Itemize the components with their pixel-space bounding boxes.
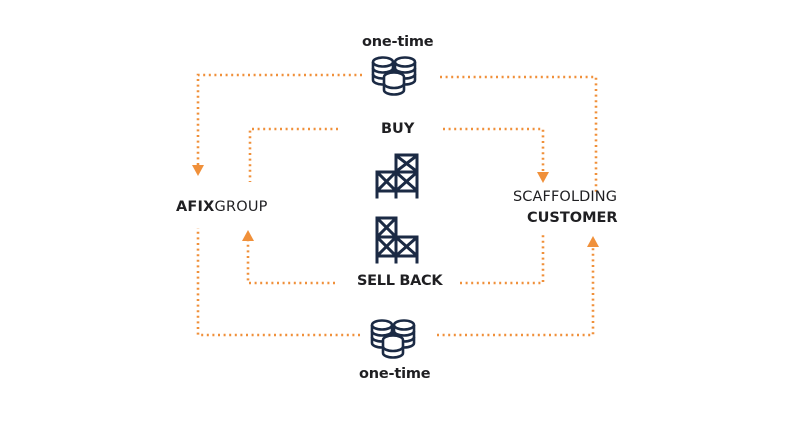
payment-label-bottom: one-time <box>359 366 431 382</box>
edge-sellback-left <box>246 240 335 285</box>
scaffold-icon <box>375 216 419 264</box>
supplier-name-bold: AFIX <box>176 199 215 215</box>
customer-node-line2: CUSTOMER <box>527 210 618 226</box>
payment-label-top: one-time <box>362 34 434 50</box>
edge-payment-top <box>196 73 362 166</box>
arrowhead-icon <box>537 172 549 183</box>
customer-node-line1: SCAFFOLDING <box>513 189 618 205</box>
edge-payment-top-right <box>440 75 598 192</box>
buy-label: BUY <box>381 121 415 137</box>
sell-back-label: SELL BACK <box>357 273 443 289</box>
edge-payment-bottom-right <box>437 246 595 337</box>
arrowhead-icon <box>587 236 599 247</box>
edges <box>192 73 599 337</box>
arrowhead-icon <box>242 230 254 241</box>
coins-icon <box>371 56 417 96</box>
supplier-name-light: GROUP <box>214 199 268 215</box>
icons <box>370 56 419 359</box>
edge-buy-right <box>443 127 545 174</box>
edge-sellback-right <box>460 234 545 285</box>
coins-icon <box>370 319 416 359</box>
edge-payment-bottom-left <box>196 228 360 337</box>
arrowhead-icon <box>192 165 204 176</box>
edge-buy-left <box>248 127 338 182</box>
scaffold-icon <box>375 153 419 199</box>
supplier-node: AFIXGROUP <box>176 199 268 215</box>
